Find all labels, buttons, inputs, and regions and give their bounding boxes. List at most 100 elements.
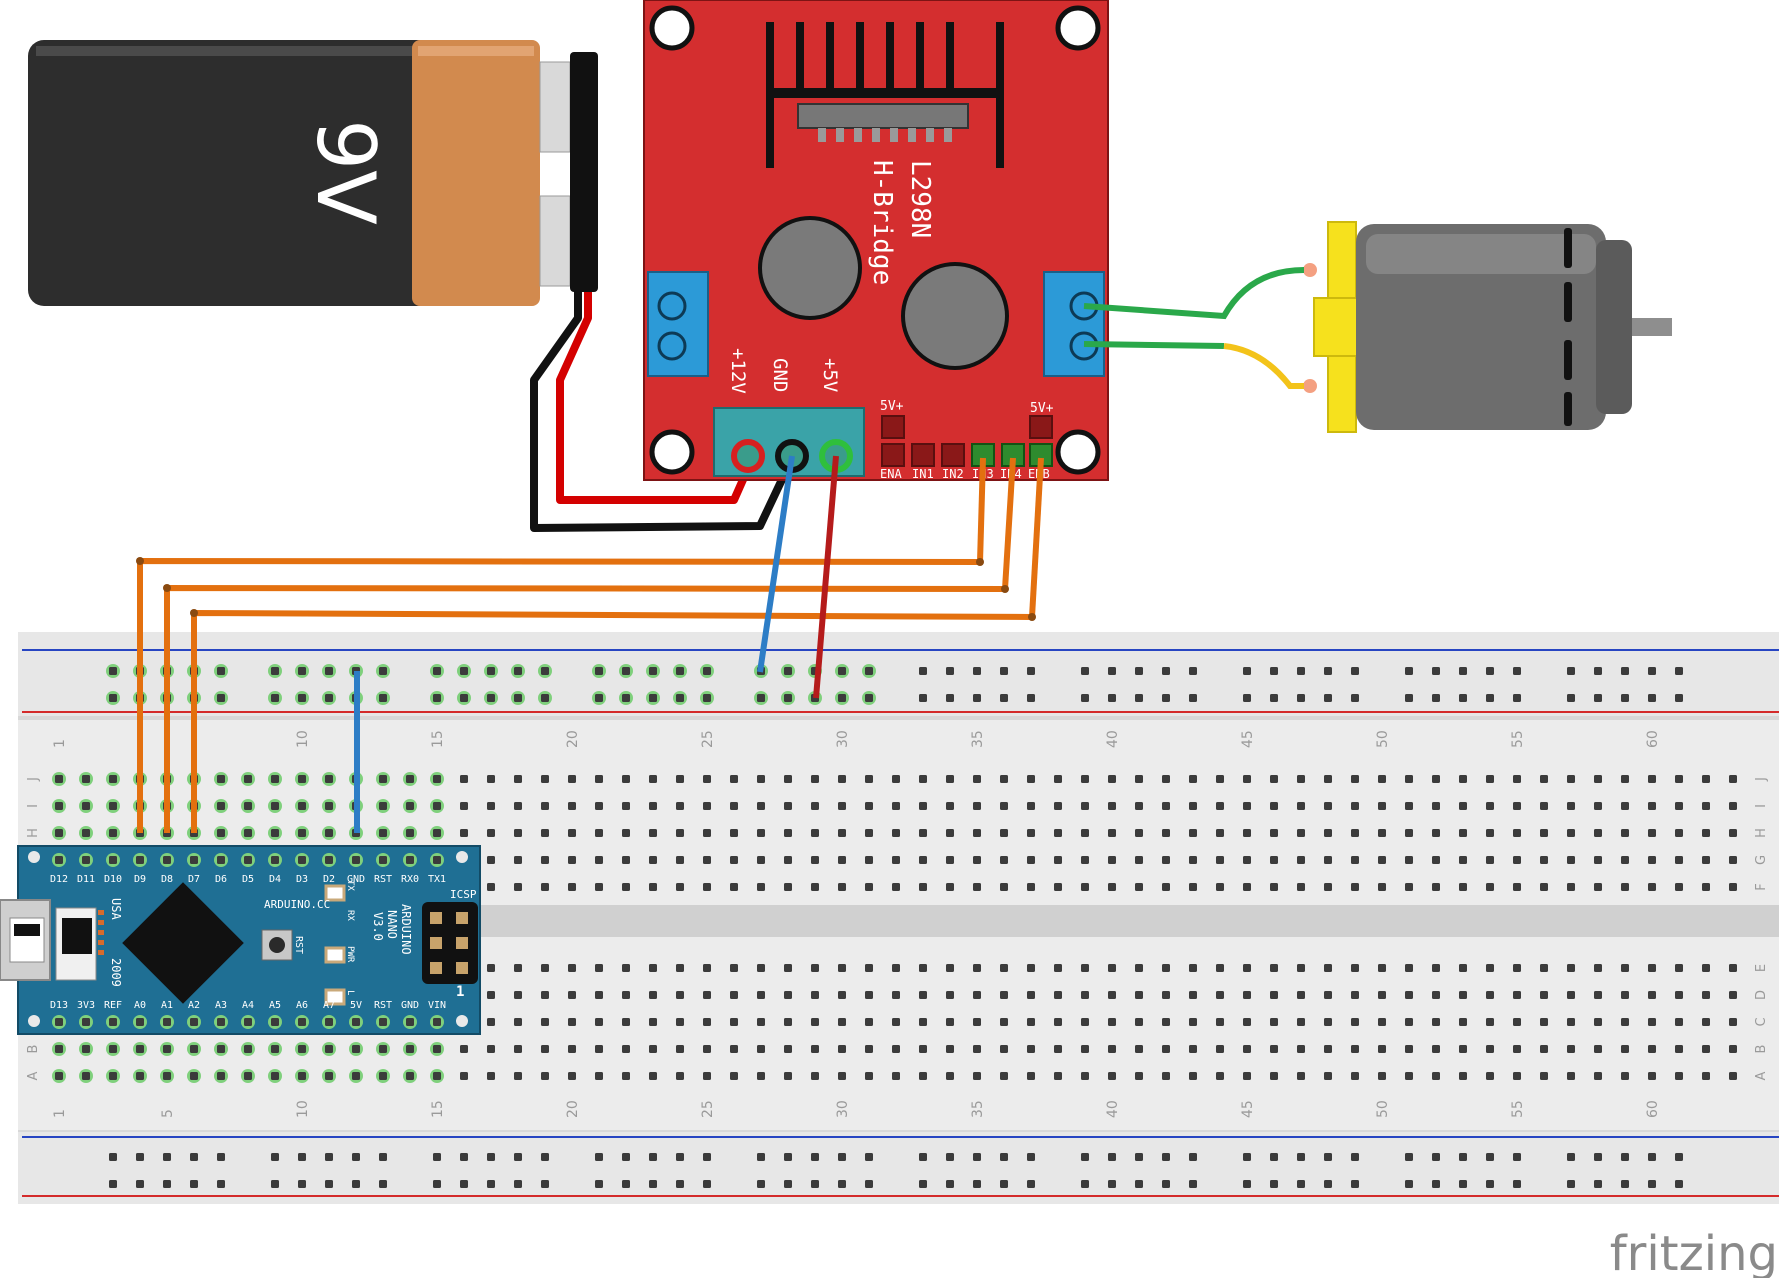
breadboard-hole: [214, 772, 228, 786]
jumper-label-right: 5V+: [1030, 401, 1054, 416]
breadboard-hole: [1648, 1072, 1656, 1080]
breadboard-hole: [973, 667, 981, 675]
breadboard-hole: [1351, 775, 1359, 783]
breadboard-hole: [1216, 856, 1224, 864]
nano-pin-label-top: D10: [104, 874, 122, 885]
breadboard-hole: [1108, 1180, 1116, 1188]
breadboard-hole: [1648, 1153, 1656, 1161]
breadboard-hole: [1324, 856, 1332, 864]
wire-5v-to-rail: [813, 455, 839, 699]
breadboard-hole: [1270, 1072, 1278, 1080]
breadboard-hole: [514, 775, 522, 783]
breadboard-hole: [187, 1069, 201, 1083]
breadboard-hole: [1594, 775, 1602, 783]
breadboard-hole: [784, 991, 792, 999]
breadboard-hole: [676, 802, 684, 810]
breadboard-hole: [1135, 775, 1143, 783]
breadboard-hole: [946, 667, 954, 675]
breadboard-hole: [379, 1153, 387, 1161]
breadboard-hole: [487, 856, 495, 864]
breadboard-hole: [1513, 775, 1521, 783]
breadboard-hole: [700, 664, 714, 678]
wire-gnd-to-rail: [757, 455, 795, 673]
breadboard-hole: [268, 826, 282, 840]
breadboard-hole: [1486, 1180, 1494, 1188]
breadboard-hole: [703, 829, 711, 837]
breadboard-hole: [403, 772, 417, 786]
breadboard-hole: [52, 826, 66, 840]
breadboard-hole: [1108, 856, 1116, 864]
nano-pin-label-bottom: RST: [374, 1000, 392, 1011]
breadboard-hole: [514, 991, 522, 999]
breadboard-hole: [784, 775, 792, 783]
terminal-block-out1: [647, 271, 709, 377]
breadboard-hole: [676, 1045, 684, 1053]
wire-battery-positive: [556, 292, 761, 504]
battery-terminal-negative: [539, 195, 571, 287]
battery-wires: [530, 292, 799, 532]
breadboard-hole: [649, 775, 657, 783]
breadboard-hole: [973, 802, 981, 810]
breadboard-hole: [1243, 694, 1251, 702]
nano-pin-label-top: GND: [347, 874, 365, 885]
breadboard-hole: [784, 883, 792, 891]
breadboard-hole: [1054, 883, 1062, 891]
breadboard-hole: [1000, 694, 1008, 702]
breadboard-hole: [1324, 775, 1332, 783]
breadboard-hole: [730, 883, 738, 891]
breadboard-hole: [1567, 829, 1575, 837]
breadboard-hole: [1270, 883, 1278, 891]
breadboard-hole: [376, 799, 390, 813]
breadboard-hole: [595, 883, 603, 891]
breadboard-hole: [1621, 964, 1629, 972]
breadboard-hole: [1162, 1180, 1170, 1188]
breadboard-hole: [1351, 667, 1359, 675]
breadboard-hole: [1081, 883, 1089, 891]
breadboard-hole: [322, 772, 336, 786]
breadboard-hole: [973, 964, 981, 972]
breadboard-hole: [322, 826, 336, 840]
breadboard-hole: [484, 664, 498, 678]
mount-hole: [456, 851, 468, 863]
breadboard-hole: [811, 1153, 819, 1161]
breadboard-hole: [487, 1018, 495, 1026]
breadboard-hole: [349, 1042, 363, 1056]
breadboard-hole: [1108, 1018, 1116, 1026]
breadboard-hole: [838, 883, 846, 891]
breadboard-hole: [919, 802, 927, 810]
breadboard-hole: [1621, 1018, 1629, 1026]
breadboard-hole: [1486, 1018, 1494, 1026]
breadboard-hole: [1081, 1072, 1089, 1080]
column-number-top: 15: [430, 730, 446, 748]
breadboard-hole: [595, 964, 603, 972]
breadboard-hole: [919, 1153, 927, 1161]
breadboard-hole: [1459, 694, 1467, 702]
breadboard-hole: [1054, 829, 1062, 837]
nano-pin-label-top: D9: [134, 874, 146, 885]
breadboard-hole: [52, 799, 66, 813]
breadboard-hole: [1270, 775, 1278, 783]
breadboard-hole: [781, 691, 795, 705]
breadboard-hole: [1243, 964, 1251, 972]
breadboard-hole: [1621, 667, 1629, 675]
breadboard-hole: [1405, 775, 1413, 783]
breadboard-hole: [1189, 991, 1197, 999]
breadboard-hole: [1675, 829, 1683, 837]
breadboard-hole: [1135, 1045, 1143, 1053]
breadboard-hole: [1621, 883, 1629, 891]
breadboard-hole: [919, 856, 927, 864]
breadboard-hole: [1162, 802, 1170, 810]
header-pin-ena: [881, 443, 905, 467]
breadboard-hole: [1324, 991, 1332, 999]
breadboard-hole: [268, 1069, 282, 1083]
breadboard-hole: [1540, 964, 1548, 972]
breadboard-hole: [784, 1180, 792, 1188]
breadboard-hole: [919, 775, 927, 783]
breadboard-hole: [973, 1180, 981, 1188]
breadboard-hole: [1567, 694, 1575, 702]
breadboard-hole: [511, 664, 525, 678]
breadboard-hole: [1135, 1018, 1143, 1026]
breadboard-hole: [1162, 991, 1170, 999]
breadboard-hole: [1405, 694, 1413, 702]
column-number-top: 55: [1510, 730, 1526, 748]
